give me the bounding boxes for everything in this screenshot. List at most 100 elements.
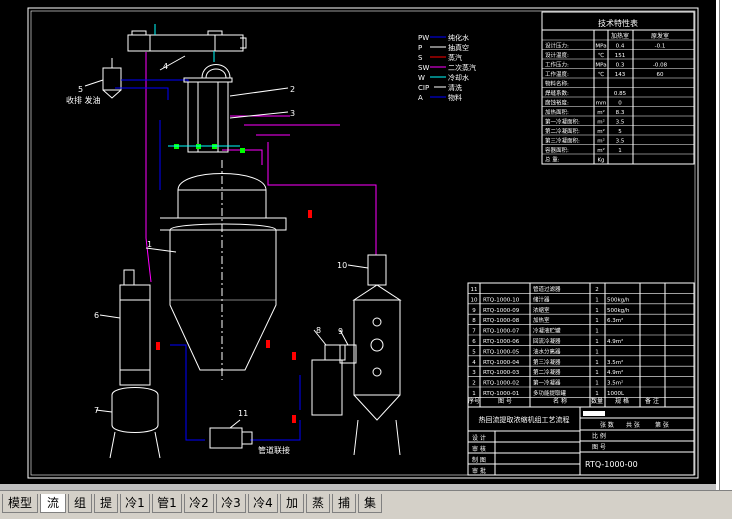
horizontal-scrollbar[interactable] bbox=[0, 484, 732, 490]
parts-cell: 冷凝液贮罐 bbox=[533, 327, 561, 335]
parts-cell: 11 bbox=[471, 287, 478, 293]
heater-8 bbox=[311, 344, 346, 416]
parts-cell: 2 bbox=[595, 287, 599, 293]
legend: PW 纯化水 P 抽真空 S 蒸汽 SW 二次蒸汽 W 冷却水 CIP 清洗 bbox=[418, 33, 476, 102]
label-3: 3 bbox=[290, 109, 295, 118]
drawing-frame-inner bbox=[30, 10, 696, 476]
svg-text:审 批: 审 批 bbox=[472, 467, 486, 475]
tab-1[interactable]: 流 bbox=[40, 494, 66, 513]
tab-7[interactable]: 冷3 bbox=[216, 494, 246, 513]
parts-cell: 3 bbox=[472, 370, 476, 376]
parts-cell: RTQ-1000-07 bbox=[483, 329, 520, 335]
spec-cell: m² bbox=[597, 119, 605, 126]
label-2: 2 bbox=[290, 85, 295, 94]
spec-cell: 第二冷凝面积: bbox=[545, 127, 580, 135]
label-1: 1 bbox=[147, 240, 152, 249]
label-5: 5 bbox=[78, 85, 83, 94]
parts-cell: RTQ-1000-01 bbox=[483, 391, 519, 397]
parts-cell: 6 bbox=[472, 339, 476, 345]
parts-cell: 8 bbox=[472, 318, 476, 324]
svg-text:清洗: 清洗 bbox=[448, 83, 462, 92]
tab-9[interactable]: 加 bbox=[280, 494, 304, 513]
spec-cell: 腐蚀裕度: bbox=[545, 99, 569, 107]
parts-cell: 油水分离器 bbox=[533, 347, 561, 355]
parts-cell: RTQ-1000-04 bbox=[483, 360, 520, 366]
parts-cell: RTQ-1000-02 bbox=[483, 381, 519, 387]
tab-3[interactable]: 提 bbox=[94, 494, 118, 513]
vertical-scrollbar[interactable] bbox=[716, 0, 732, 490]
vacuum-pipe bbox=[145, 52, 152, 283]
spec-cell: 143 bbox=[615, 72, 626, 78]
spec-cell: 8.3 bbox=[616, 110, 625, 116]
label-pipe-connect: 管道联接 bbox=[258, 445, 290, 455]
parts-cell: 1 bbox=[472, 391, 476, 397]
svg-text:规 格: 规 格 bbox=[615, 397, 629, 405]
parts-cell: 500kg/h bbox=[607, 297, 630, 303]
svg-text:CIP: CIP bbox=[418, 84, 429, 92]
parts-cell: 7 bbox=[472, 329, 476, 335]
tab-11[interactable]: 捕 bbox=[332, 494, 356, 513]
parts-cell: 1 bbox=[595, 391, 599, 397]
spec-cell: 5 bbox=[618, 129, 622, 135]
svg-text:比 例: 比 例 bbox=[592, 432, 606, 440]
spec-cell: 工作压力: bbox=[545, 61, 569, 69]
secondary-steam-pipe bbox=[267, 142, 377, 255]
tab-6[interactable]: 冷2 bbox=[184, 494, 214, 513]
tab-8[interactable]: 冷4 bbox=[248, 494, 278, 513]
spec-cell: ℃ bbox=[598, 52, 604, 59]
svg-text:纯化水: 纯化水 bbox=[448, 33, 469, 42]
spec-cell: 0.3 bbox=[616, 63, 625, 69]
spec-cell: 3.5 bbox=[616, 120, 625, 126]
spec-cell: 0.4 bbox=[616, 44, 625, 50]
parts-cell: 3.5m² bbox=[607, 359, 623, 366]
parts-cell: 5 bbox=[472, 349, 476, 355]
spec-cell: MPa bbox=[595, 63, 606, 69]
spec-cell: 容器面积: bbox=[545, 146, 569, 154]
spec-cell: ℃ bbox=[598, 71, 604, 78]
tab-5[interactable]: 管1 bbox=[152, 494, 182, 513]
tab-0[interactable]: 模型 bbox=[2, 494, 38, 513]
spec-cell: m² bbox=[597, 109, 605, 116]
tab-4[interactable]: 冷1 bbox=[120, 494, 150, 513]
spec-cell: 0 bbox=[618, 101, 622, 107]
svg-text:物料: 物料 bbox=[448, 93, 462, 102]
parts-cell: 1 bbox=[595, 318, 599, 324]
parts-cell: 4.9m² bbox=[607, 338, 623, 345]
parts-cell: 第一冷凝器 bbox=[533, 379, 561, 387]
extraction-tank-1 bbox=[160, 160, 287, 380]
parts-cell: RTQ-1000-03 bbox=[483, 370, 520, 376]
svg-text:A: A bbox=[418, 94, 423, 102]
svg-text:P: P bbox=[418, 44, 422, 52]
concentrator-10 bbox=[352, 254, 402, 456]
drawing-frame-outer bbox=[27, 7, 699, 479]
svg-text:加热室: 加热室 bbox=[611, 32, 629, 40]
parts-cell: 回流冷凝器 bbox=[533, 337, 561, 345]
tab-2[interactable]: 组 bbox=[68, 494, 92, 513]
parts-cell: 储汁器 bbox=[533, 295, 550, 303]
parts-cell: 1000L bbox=[607, 391, 625, 397]
label-4: 4 bbox=[163, 62, 168, 71]
parts-cell: RTQ-1000-05 bbox=[483, 349, 520, 355]
spec-cell: 设计温度: bbox=[545, 51, 569, 59]
parts-cell: 6.3m² bbox=[607, 317, 623, 324]
tab-10[interactable]: 蒸 bbox=[306, 494, 330, 513]
spec-cell: 总 重: bbox=[545, 156, 560, 164]
svg-text:RTQ-1000-00: RTQ-1000-00 bbox=[585, 460, 638, 469]
label-11: 11 bbox=[238, 409, 248, 418]
parts-cell: 4.9m² bbox=[607, 369, 623, 376]
label-7: 7 bbox=[94, 406, 99, 415]
pump-11 bbox=[209, 427, 253, 449]
condenser-2-3 bbox=[183, 64, 233, 153]
svg-text:原发室: 原发室 bbox=[651, 32, 669, 40]
svg-text:S: S bbox=[418, 54, 423, 62]
parts-cell: 1 bbox=[595, 329, 599, 335]
spec-cell: m² bbox=[597, 138, 605, 145]
oil-water-separator-5 bbox=[102, 58, 122, 99]
svg-text:图 号: 图 号 bbox=[498, 398, 512, 405]
parts-cell: 1 bbox=[595, 381, 599, 387]
svg-text:二次蒸汽: 二次蒸汽 bbox=[448, 63, 476, 72]
tab-12[interactable]: 集 bbox=[358, 494, 382, 513]
label-receiver: 收排 发油 bbox=[66, 95, 101, 105]
